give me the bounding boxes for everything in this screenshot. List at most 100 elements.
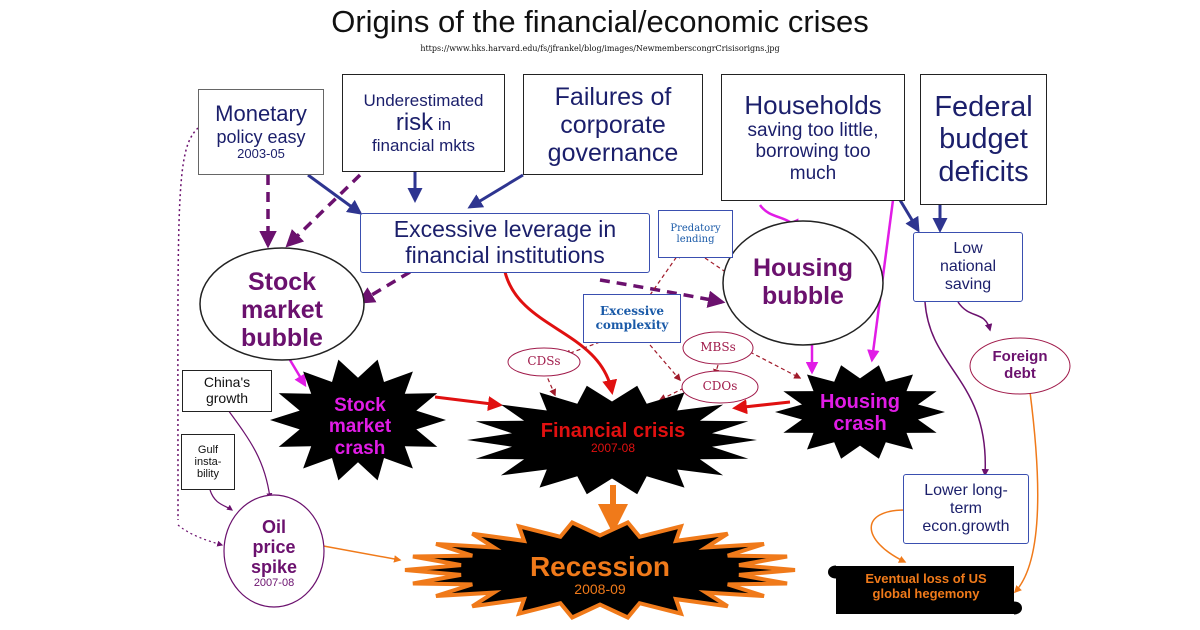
housing-crash-line-1: Housing [820,391,900,413]
governance-line-2: corporate [560,110,666,139]
risk-line-2: risk [395,108,434,136]
lower-growth-line-1: Lower long- [924,482,1008,500]
gulf-line-1: Gulf [197,443,219,456]
financial-crisis-burst [467,385,757,495]
arrow-monetary-to-oil [177,127,199,521]
leverage-line-1: Excessive leverage in [393,216,617,243]
federal-line-1: Federal [934,90,1033,123]
stock-bubble-line-3: bubble [241,324,323,352]
federal-deficits-box: Federal budget deficits [920,74,1047,205]
cdss-label: CDSs [527,354,561,368]
low-national-saving-box: Low national saving [913,232,1023,302]
monetary-policy-box: Monetary policy easy 2003-05 [198,89,324,175]
financial-crisis-line-1: Financial crisis [540,420,686,442]
source-url: https://www.hks.harvard.edu/fs/jfrankel/… [420,44,780,53]
housing-bubble-ellipse [722,220,884,346]
stock-bubble-label: Stock market bubble [200,268,364,352]
oil-line-1: Oil [261,517,286,537]
arrow-low-saving-to-foreign-debt [957,301,993,332]
predatory-line-2: lending [676,234,715,245]
financial-crisis-label: Financial crisis 2007-08 [498,420,728,456]
oil-line-3: spike [250,557,298,578]
oil-line-4: 2007-08 [253,577,295,590]
housing-bubble-line-2: bubble [762,282,844,310]
governance-line-3: governance [547,138,679,167]
oil-line-2: price [252,537,296,558]
foreign-debt-line-2: debt [1004,364,1036,382]
arrow-cdos-to-financial [658,384,691,401]
housing-bubble-label: Housing bubble [723,254,883,310]
complexity-line-2: complexity [595,317,669,332]
mbss-label: MBSs [700,340,736,354]
excessive-complexity-box: Excessive complexity [583,294,681,343]
stock-bubble-ellipse [199,247,365,361]
hegemony-label: Eventual loss of US global hegemony [840,571,1012,601]
lower-growth-box: Lower long- term econ.growth [903,474,1029,544]
arrow-monetary-to-oil-tail [177,524,224,547]
low-saving-line-2: national [939,258,997,276]
arrow-low-saving-to-lower-growth [924,301,990,477]
arrow-governance-to-leverage [467,173,524,209]
hegemony-scroll-curl-right [1013,601,1022,615]
stock-crash-label: Stock market crash [305,395,415,459]
monetary-line-2: policy easy [216,126,306,147]
oil-spike-label: Oil price spike 2007-08 [224,517,324,590]
complexity-line-1: Excessive [600,304,664,319]
financial-crisis-line-2: 2007-08 [590,441,636,456]
arrow-oil-to-recession [317,544,402,563]
households-line-2: saving too little, [747,120,879,142]
federal-line-2: budget [939,123,1028,156]
stock-bubble-line-1: Stock [247,268,317,296]
stock-crash-line-3: crash [334,437,386,459]
china-growth-box: China's growth [182,370,272,412]
recession-line-1: Recession [529,551,671,582]
hegemony-line-2: global hegemony [872,585,980,601]
arrow-mbss-to-housing-crash [749,351,802,379]
arrow-lower-growth-to-hegemony [870,509,907,563]
risk-line-3: financial mkts [372,136,475,156]
hegemony-scroll [836,566,1014,614]
page-title: Origins of the financial/economic crises [331,4,869,39]
arrow-china-to-oil [227,409,273,500]
hegemony-scroll-curl-left [828,565,837,579]
housing-crash-burst [775,365,945,459]
households-line-3: borrowing too [755,141,871,163]
housing-bubble-line-1: Housing [753,254,853,282]
arrow-leverage-to-housing-bubble [599,278,726,308]
gulf-line-2: insta- [194,455,222,468]
foreign-debt-ellipse [969,337,1071,395]
low-saving-line-1: Low [953,240,983,258]
arrow-gulf-to-oil [209,489,233,511]
arrow-stock-bubble-to-crash [288,359,307,388]
cdss-ellipse [507,347,581,377]
china-line-1: China's [203,374,251,391]
arrow-leverage-to-stock-bubble [356,270,411,304]
arrow-households-to-low-saving [898,199,920,233]
underestimated-risk-box: Underestimated risk in financial mkts [342,74,505,172]
oil-spike-ellipse [223,494,325,608]
monetary-line-3: 2003-05 [237,146,285,162]
stock-crash-burst [270,359,446,481]
households-line-4: much [789,162,837,184]
cdos-ellipse [681,370,759,404]
foreign-debt-label: Foreign debt [970,348,1070,383]
china-line-2: growth [205,390,249,406]
predatory-lending-box: Predatory lending [658,210,733,258]
mbss-ellipse [682,331,754,365]
recession-line-2: 2008-09 [574,581,626,598]
cdos-label: CDOs [702,379,738,393]
stock-bubble-line-2: market [241,296,323,324]
recession-burst [404,520,796,620]
hegemony-line-1: Eventual loss of US [865,571,987,586]
recession-label: Recession 2008-09 [490,551,710,598]
arrow-leverage-to-financial-crisis [503,271,618,395]
low-saving-line-3: saving [944,275,992,293]
households-box: Households saving too little, borrowing … [721,74,905,201]
risk-line-1: Underestimated [363,90,484,110]
leverage-line-2: financial institutions [405,242,605,268]
foreign-debt-line-1: Foreign [992,348,1048,365]
arrow-foreign-debt-to-hegemony [1013,391,1039,594]
stock-crash-line-1: Stock [334,395,386,416]
arrow-complexity-to-financial [649,344,681,382]
